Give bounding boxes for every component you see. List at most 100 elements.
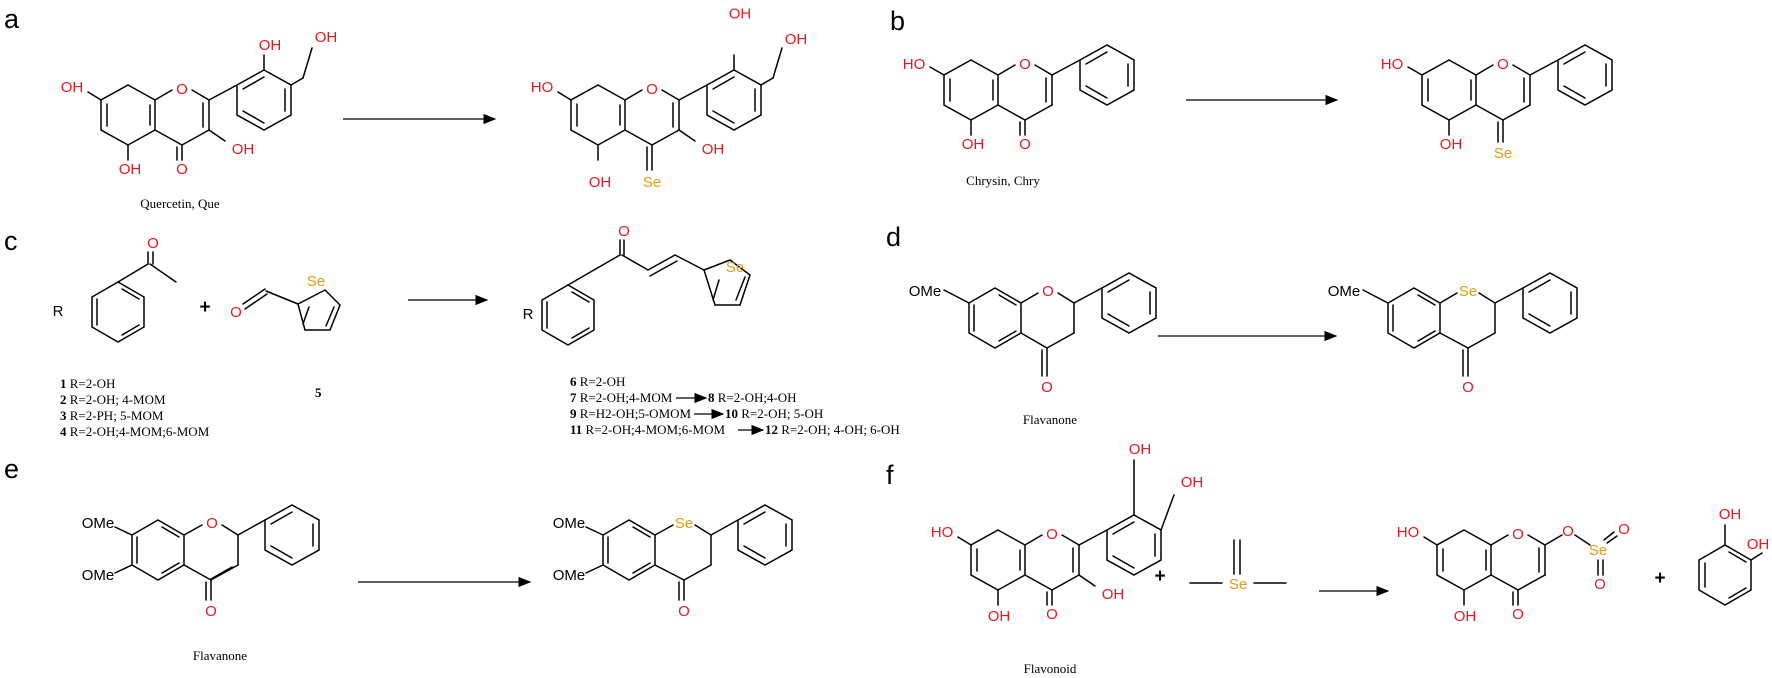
atom-O: O (205, 603, 217, 620)
compound-entry: 9 R=H2-OH;5-OMOM (570, 406, 692, 421)
panel-label-a: a (4, 4, 20, 34)
atom-Se: Se (1459, 283, 1477, 300)
atom-OH: OH (1129, 441, 1152, 458)
atom-Se: Se (726, 259, 744, 276)
atom-O: O (1594, 576, 1606, 593)
atom-Se: Se (307, 273, 325, 290)
atom-OH: OH (702, 141, 725, 158)
panel-label-f: f (886, 460, 894, 490)
selenophene-aldehyde-structure: O Se (230, 273, 341, 331)
compound-entry: 2 R=2-OH; 4-MOM (60, 392, 166, 407)
atom-OH: OH (729, 5, 752, 22)
compound-entry: 12 R=2-OH; 4-OH; 6-OH (765, 422, 900, 437)
caption-chrysin: Chrysin, Chry (966, 173, 1040, 188)
atom-O: O (230, 304, 242, 321)
plus-sign: + (1654, 568, 1665, 589)
atom-OH: OH (119, 161, 142, 178)
atom-O: O (1046, 526, 1058, 543)
compound-entry: 3 R=2-PH; 5-MOM (60, 408, 164, 423)
atom-O: O (1462, 379, 1474, 396)
atom-O: O (176, 161, 188, 178)
atom-OH: OH (589, 174, 612, 191)
atom-HO: HO (931, 524, 954, 541)
compound-entry: 11 R=2-OH;4-MOM;6-MOM (570, 422, 725, 437)
atom-Se: Se (675, 515, 693, 532)
atom-OH: OH (315, 29, 338, 46)
substituent-R: R (523, 306, 534, 323)
panel-label-c: c (4, 226, 18, 256)
atom-O: O (176, 81, 188, 98)
atom-O: O (147, 235, 159, 252)
compound-number-5: 5 (315, 385, 322, 400)
atom-OH: OH (785, 31, 808, 48)
atom-O: O (1019, 56, 1031, 73)
seleninate-product-structure: O O HO OH O Se O O (1397, 521, 1630, 625)
starting-material-list: 1 R=2-OH 2 R=2-OH; 4-MOM 3 R=2-PH; 5-MOM… (60, 376, 210, 439)
compound-entry: 6 R=2-OH (570, 374, 625, 389)
atom-HO: HO (903, 56, 926, 73)
plus-sign: + (199, 297, 210, 318)
panel-label-e: e (4, 454, 19, 484)
plus-sign: + (1154, 566, 1165, 587)
atom-OH: OH (1181, 474, 1204, 491)
atom-Se: Se (1589, 542, 1607, 559)
panel-d: O O OMe Flavanone Se O OMe (909, 272, 1578, 427)
atom-HO: HO (531, 79, 554, 96)
atom-O: O (1618, 521, 1630, 538)
atom-OH: OH (1440, 136, 1463, 153)
substituent-OMe: OMe (553, 567, 586, 584)
panel-b: O O HO OH Chrysin, Chry (903, 44, 1613, 188)
panel-a: O O OH OH OH OH OH Quercetin, Que (61, 5, 808, 211)
atom-O: O (678, 603, 690, 620)
panel-label-b: b (890, 6, 905, 36)
chalcone-structure: O Se R (523, 223, 751, 346)
caption-flavanone: Flavanone (193, 648, 247, 663)
caption-flavonoid: Flavonoid (1024, 661, 1077, 676)
chrysin-structure: O O HO OH (903, 44, 1135, 153)
quercetin-structure: O O OH OH OH OH OH (61, 29, 338, 178)
atom-OH: OH (259, 37, 282, 54)
atom-HO: OH (61, 79, 84, 96)
atom-O: O (1042, 283, 1054, 300)
caption-flavanone: Flavanone (1023, 412, 1077, 427)
dimethoxyselenoflavanone-structure: Se O OMe OMe (553, 504, 793, 620)
catechol-structure: OH OH (1698, 506, 1770, 606)
product-list: 6 R=2-OH 7 R=2-OH;4-MOM 8 R=2-OH;4-OH 9 … (570, 374, 900, 437)
substituent-OMe: OMe (553, 515, 586, 532)
atom-O: O (618, 223, 630, 240)
compound-entry: 8 R=2-OH;4-OH (708, 390, 797, 405)
atom-O: O (1041, 379, 1053, 396)
flavonoid-structure: O O HO OH OH OH OH (931, 441, 1204, 625)
selenoquercetin-structure: O Se HO OH OH OH OH (531, 5, 808, 191)
panel-f: O O HO OH OH OH OH Flavonoid + Se (931, 441, 1770, 676)
substituent-OMe: OMe (1328, 283, 1361, 300)
acetophenone-structure: O R (53, 235, 177, 343)
compound-entry: 7 R=2-OH;4-MOM (570, 390, 673, 405)
atom-O: O (1512, 526, 1524, 543)
atom-HO: HO (1397, 524, 1420, 541)
substituent-R: R (53, 303, 64, 320)
substituent-OMe: OMe (82, 567, 115, 584)
panel-c: O R + O Se 1 R=2-OH 2 R=2-OH; 4-MOM 3 R=… (53, 223, 900, 439)
atom-O: O (206, 515, 218, 532)
atom-OH: OH (1747, 536, 1770, 553)
atom-O: O (1562, 523, 1574, 540)
atom-O: O (646, 81, 658, 98)
atom-OH: OH (1719, 506, 1742, 523)
atom-OH: OH (1454, 608, 1477, 625)
atom-OH: OH (988, 608, 1011, 625)
methoxythioflavanone-structure: Se O OMe (1328, 272, 1578, 396)
atom-OH: OH (232, 141, 255, 158)
atom-Se: Se (1229, 576, 1247, 593)
dimethoxyflavanone-structure: O O OMe OMe (82, 504, 320, 620)
selenium-reagent-structure: Se (1189, 539, 1287, 593)
compound-entry: 4 R=2-OH;4-MOM;6-MOM (60, 424, 210, 439)
methoxyflavanone-structure: O O OMe (909, 272, 1157, 396)
compound-entry: 1 R=2-OH (60, 376, 115, 391)
panel-e: O O OMe OMe Flavanone Se (82, 504, 793, 663)
selenochrysin-structure: O Se HO OH (1381, 44, 1613, 162)
atom-OH: OH (1102, 586, 1125, 603)
atom-O: O (1497, 56, 1509, 73)
atom-OH: OH (962, 136, 985, 153)
